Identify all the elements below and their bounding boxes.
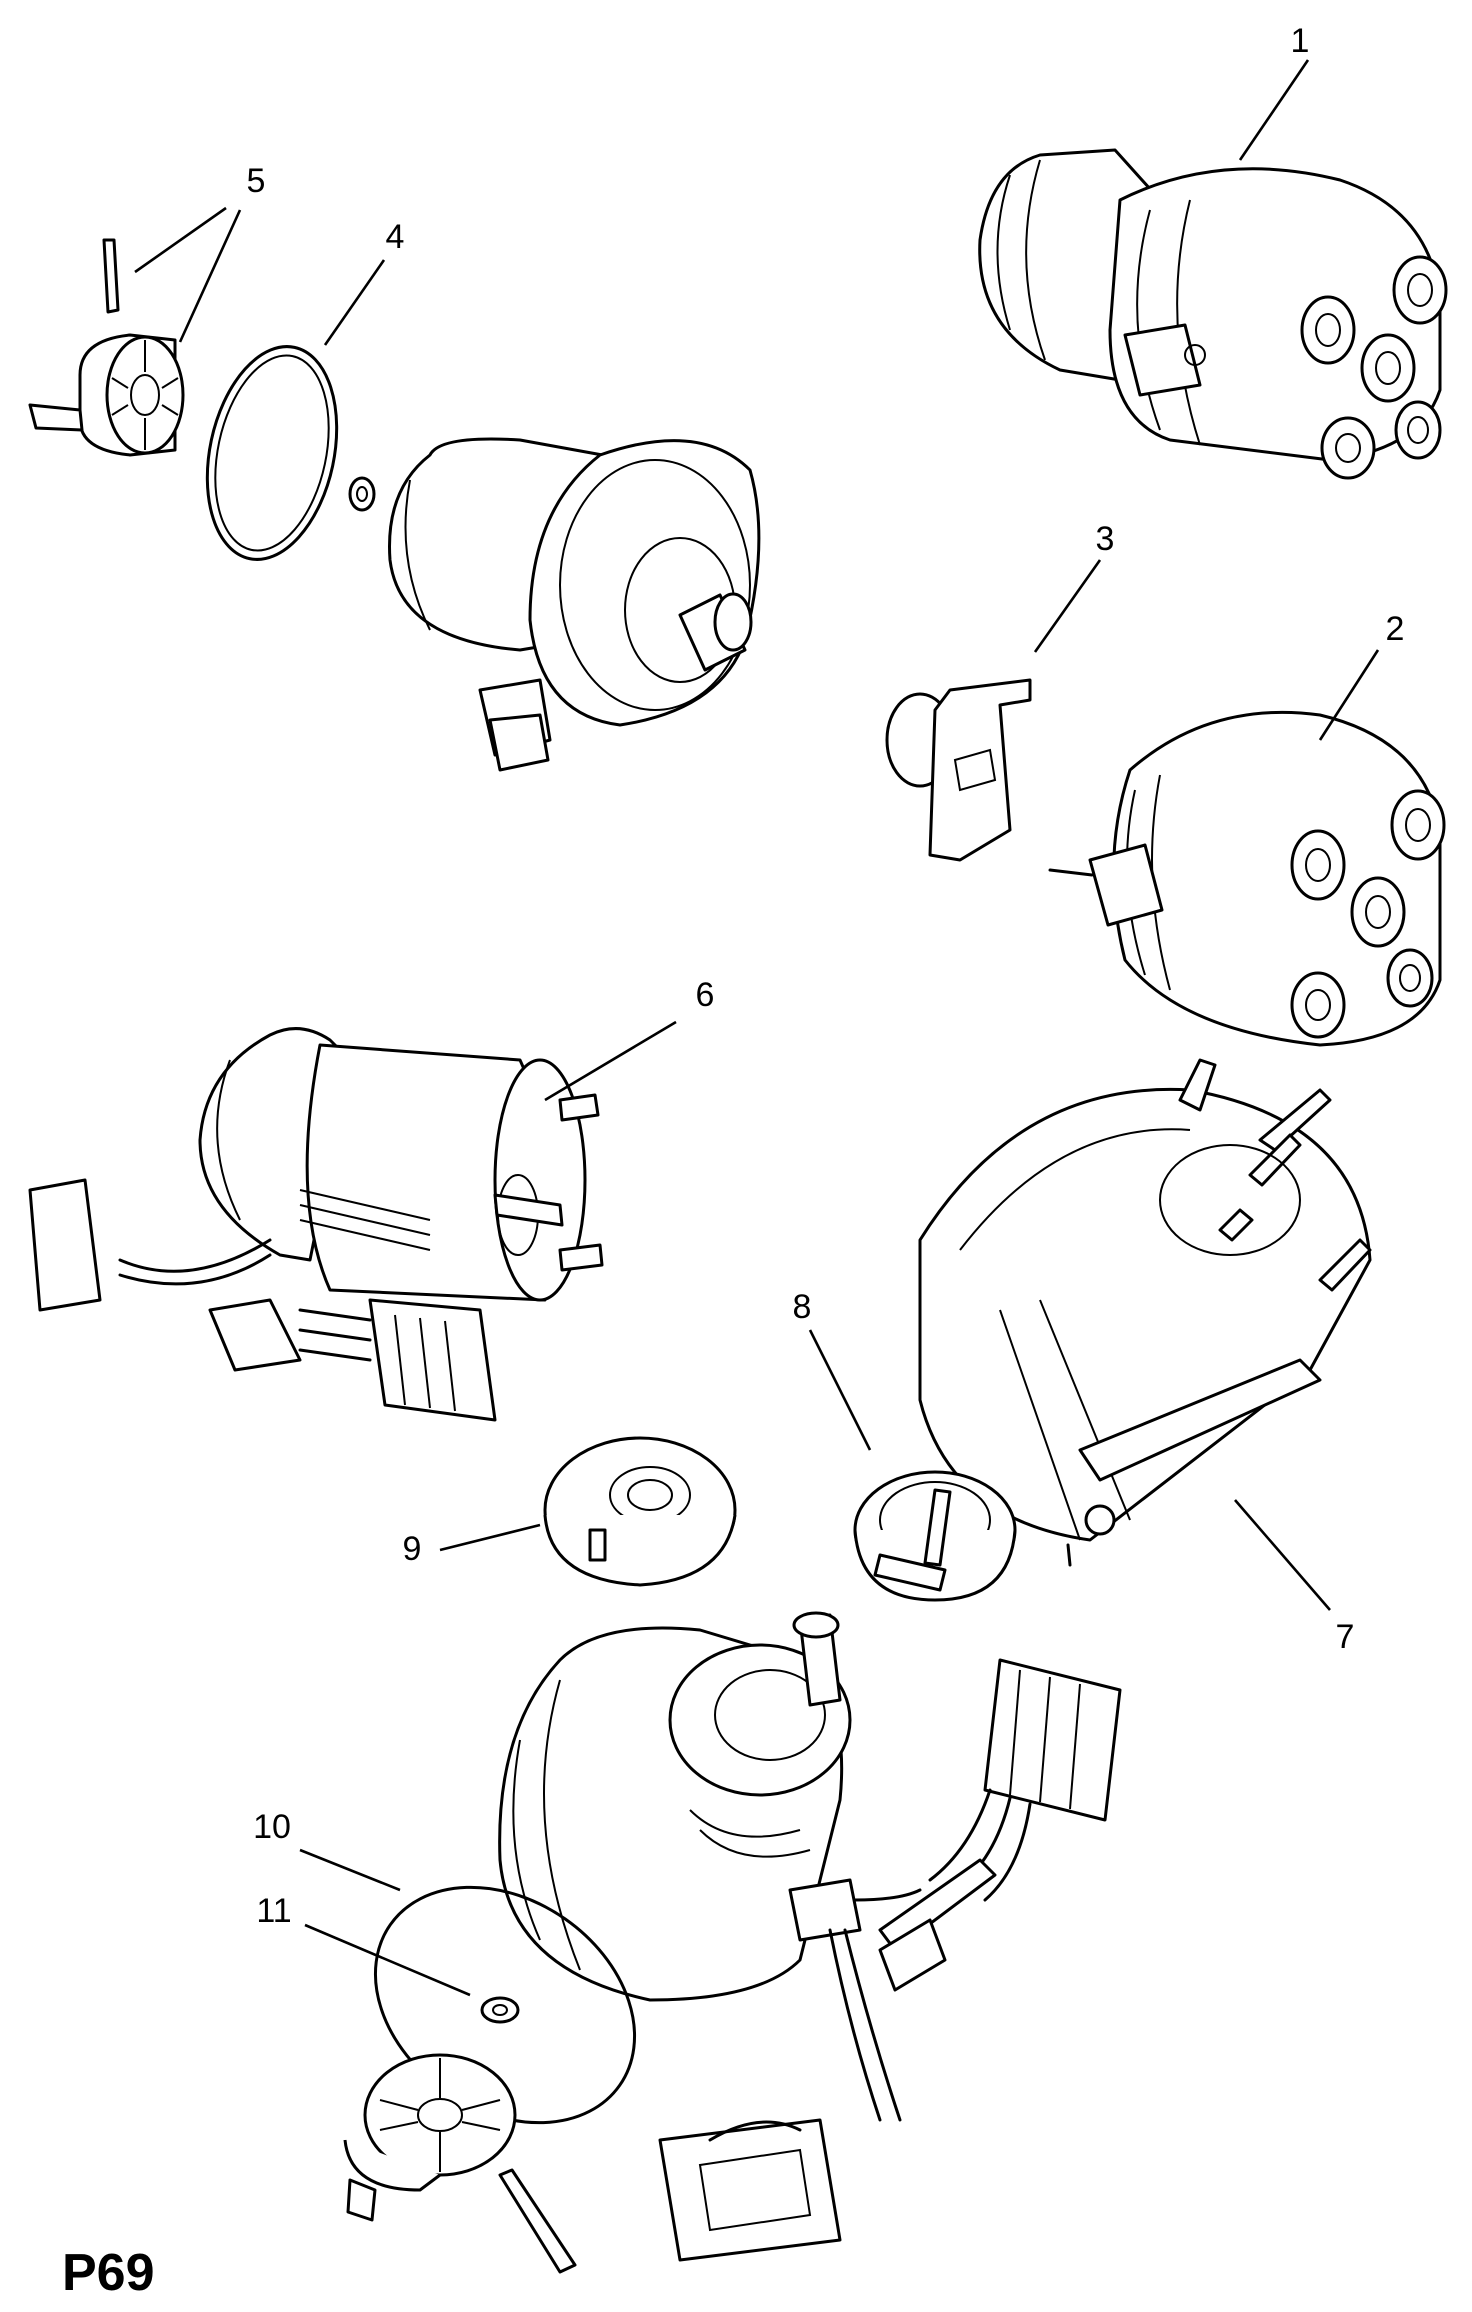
callout-2: 2	[1386, 610, 1405, 648]
callout-labels: 1 2 3 4 5 6 7 8 9 10 11	[247, 22, 1405, 1930]
lower-distributor-body	[498, 1611, 922, 2122]
lower-connector-clip	[658, 2118, 842, 2262]
callout-5: 5	[247, 162, 266, 200]
part-6-distributor-with-coil	[28, 1027, 604, 1422]
small-washer	[348, 476, 376, 512]
callout-8: 8	[793, 1288, 812, 1326]
page-code: P69	[62, 2244, 155, 2302]
part-7-hei-distributor-cap	[918, 1058, 1372, 1567]
part-1-distributor-cap-assembly	[978, 148, 1448, 480]
callout-6: 6	[696, 976, 715, 1014]
part-4-o-ring	[205, 345, 339, 561]
harness-connector-right	[928, 1658, 1122, 1902]
leader-lines	[134, 59, 1380, 1997]
callout-4: 4	[386, 218, 405, 256]
callout-1: 1	[1291, 22, 1310, 60]
lower-pickup-and-pin	[343, 2053, 577, 2274]
part-5-pin-and-pickup	[28, 238, 185, 457]
callout-9: 9	[403, 1530, 422, 1568]
part-8-rotor	[853, 1470, 1017, 1602]
callout-3: 3	[1096, 520, 1115, 558]
part-9-seal-retainer	[543, 1436, 737, 1587]
callout-7: 7	[1336, 1618, 1355, 1656]
part-11-washer	[480, 1996, 520, 2024]
callout-10: 10	[253, 1808, 291, 1846]
callout-11: 11	[256, 1892, 291, 1930]
distributor-housing	[388, 437, 761, 772]
part-2-distributor-cap	[1048, 710, 1446, 1047]
terminal-strip	[878, 1858, 997, 1992]
part-3-rotor-arm	[885, 678, 1032, 862]
